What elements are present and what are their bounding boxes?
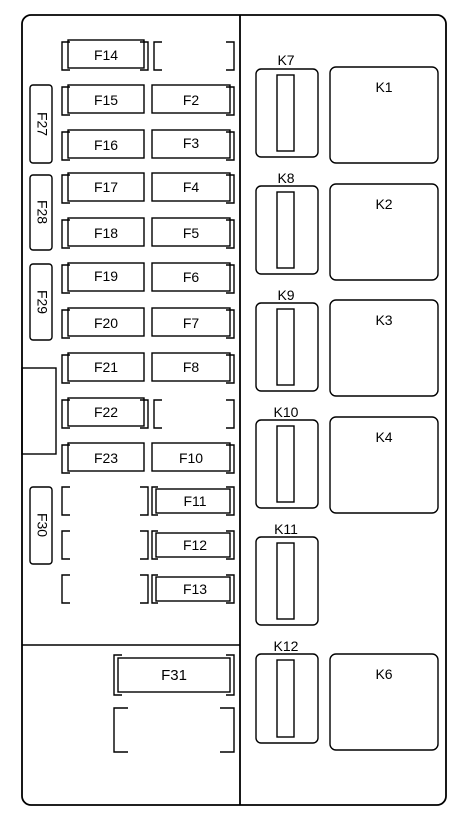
relay-k3: K3 [329, 299, 439, 397]
fuse-slot-f6: F6 [151, 262, 235, 294]
fuse-label-f21: F21 [94, 359, 118, 375]
fuse-slot-f15: F15 [61, 84, 145, 116]
fuse-label-f2: F2 [183, 92, 200, 108]
fuse-label-f23: F23 [94, 450, 118, 466]
fuse-label-f19: F19 [94, 268, 118, 284]
fuse-label-f20: F20 [94, 315, 118, 331]
fuse-slot-empty-r1 [153, 41, 235, 71]
relay-k2: K2 [329, 183, 439, 281]
relay-label-k7: K7 [277, 52, 294, 68]
fuse-label-f28: F28 [34, 200, 50, 224]
fuse-label-f22: F22 [94, 404, 118, 420]
relay-k1: K1 [329, 66, 439, 164]
fuse-label-f8: F8 [183, 359, 200, 375]
fuse-slot-f7: F7 [151, 307, 235, 339]
fuse-slot-f8: F8 [151, 352, 235, 384]
relay-label-k8: K8 [277, 170, 294, 186]
relay-label-k12: K12 [274, 638, 299, 654]
fuse-label-f31: F31 [161, 667, 187, 684]
empty-side-slot [21, 367, 57, 455]
fuse-slot-f5: F5 [151, 217, 235, 249]
fuse-label-f15: F15 [94, 92, 118, 108]
vertical-fuse-f29: F29 [29, 263, 53, 341]
fuse-slot-f21: F21 [61, 352, 145, 384]
vertical-fuse-f28: F28 [29, 174, 53, 251]
fuse-label-f6: F6 [183, 269, 200, 285]
relay-k12: K12 [255, 638, 319, 744]
fuse-label-f5: F5 [183, 225, 200, 241]
fuse-slot-f23: F23 [61, 442, 145, 474]
fuse-label-f17: F17 [94, 179, 118, 195]
fuse-slot-f20: F20 [61, 307, 145, 339]
relay-label-k4: K4 [375, 429, 392, 445]
fuse-label-f7: F7 [183, 315, 200, 331]
fuse-slot-f22: F22 [61, 397, 149, 429]
relay-k7: K7 [255, 52, 319, 158]
fuse-label-f13: F13 [183, 581, 207, 597]
relay-label-k6: K6 [375, 666, 392, 682]
fuse-slot-f19: F19 [61, 262, 145, 294]
fuse-label-f10: F10 [179, 450, 203, 466]
relay-k8: K8 [255, 170, 319, 275]
fuse-label-f12: F12 [183, 537, 207, 553]
relay-k11: K11 [255, 521, 319, 626]
fuse-slot-f31: F31 [113, 654, 235, 696]
fuse-label-f4: F4 [183, 179, 200, 195]
fuse-label-f29: F29 [34, 290, 50, 314]
relay-label-k9: K9 [277, 287, 294, 303]
vertical-fuse-f27: F27 [29, 84, 53, 164]
fuse-slot-f12: F12 [151, 530, 235, 560]
relay-k9: K9 [255, 287, 319, 392]
fuse-slot-f18: F18 [61, 217, 145, 249]
fuse-label-f14: F14 [94, 47, 118, 63]
fuse-slot-empty-r11 [61, 486, 149, 516]
fuse-slot-empty-r9 [153, 399, 235, 429]
fuse-label-f27: F27 [34, 112, 50, 136]
fuse-label-f11: F11 [183, 493, 206, 509]
fuse-slot-f16: F16 [61, 129, 145, 161]
fuse-slot-f31-empty [113, 707, 235, 753]
fuse-label-f18: F18 [94, 225, 118, 241]
fuse-slot-f2: F2 [151, 84, 235, 116]
fuse-slot-f17: F17 [61, 172, 145, 204]
fuse-label-f3: F3 [183, 135, 200, 151]
fuse-slot-f11: F11 [151, 486, 235, 516]
fuse-slot-f4: F4 [151, 172, 235, 204]
relay-label-k1: K1 [375, 79, 392, 95]
fuse-slot-empty-r13 [61, 574, 149, 604]
fuse-slot-f14: F14 [61, 39, 149, 71]
relay-k4: K4 [329, 416, 439, 514]
vertical-fuse-f30: F30 [29, 486, 53, 565]
fuse-slot-f10: F10 [151, 442, 235, 474]
relay-label-k10: K10 [274, 404, 299, 420]
relay-label-k2: K2 [375, 196, 392, 212]
relay-k10: K10 [255, 404, 319, 509]
fuse-slot-empty-r12 [61, 530, 149, 560]
relay-label-k11: K11 [274, 521, 298, 537]
fuse-slot-f3: F3 [151, 129, 235, 161]
fuse-slot-f13: F13 [151, 574, 235, 604]
fuse-label-f16: F16 [94, 137, 118, 153]
relay-k6: K6 [329, 653, 439, 751]
fuse-label-f30: F30 [34, 513, 50, 537]
relay-label-k3: K3 [375, 312, 392, 328]
